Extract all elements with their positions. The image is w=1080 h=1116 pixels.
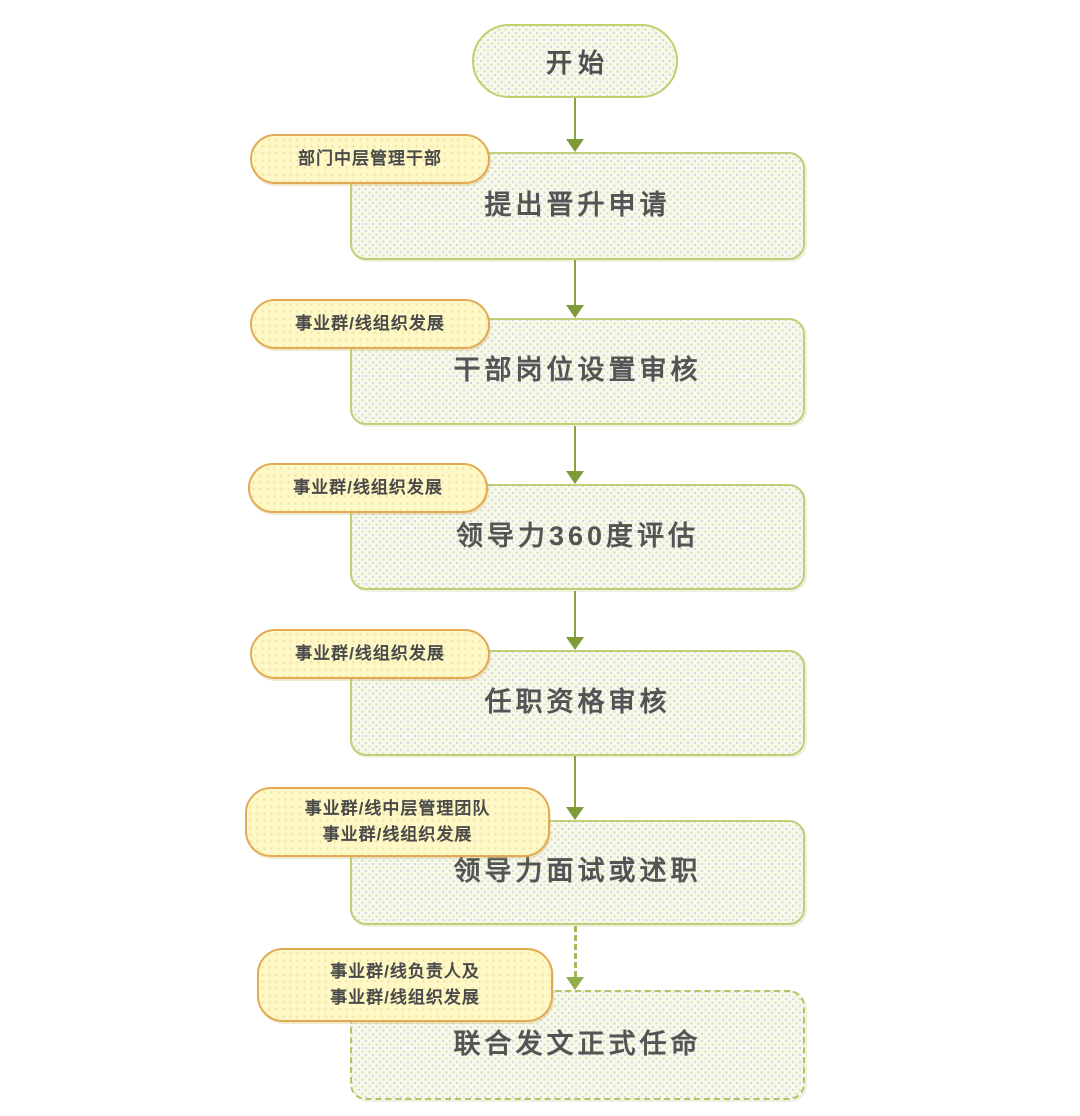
step-title: 任职资格审核 (484, 686, 671, 717)
step-box-appointment: 联合发文正式任命 (350, 990, 805, 1100)
arrow-down-icon (565, 756, 585, 820)
arrow-head-icon (566, 139, 584, 152)
arrow-down-dashed-icon (565, 926, 585, 990)
role-label-bubble: 事业群/线组织发展 (250, 299, 490, 349)
arrow-shaft (574, 98, 576, 139)
arrow-down-icon (565, 426, 585, 484)
role-label-bubble: 事业群/线中层管理团队 事业群/线组织发展 (245, 787, 550, 857)
arrow-shaft (574, 756, 576, 807)
step-box-qualification-review: 任职资格审核 (350, 650, 805, 756)
role-label-text: 事业群/线组织发展 (295, 313, 445, 333)
arrow-down-icon (565, 260, 585, 318)
step-title: 干部岗位设置审核 (453, 355, 702, 385)
arrow-head-icon (566, 807, 584, 820)
step-title: 领导力面试或述职 (453, 856, 702, 886)
step-title: 领导力360度评估 (455, 520, 700, 551)
arrow-head-icon (566, 637, 584, 650)
role-label-text: 事业群/线组织发展 (295, 643, 445, 663)
arrow-shaft (574, 591, 576, 637)
arrow-down-icon (565, 591, 585, 650)
arrow-head-icon (566, 977, 584, 990)
role-label-bubble: 事业群/线组织发展 (250, 629, 490, 679)
role-label-text: 事业群/线组织发展 (330, 988, 480, 1007)
arrow-head-icon (566, 471, 584, 484)
step-title: 联合发文正式任命 (453, 1028, 702, 1059)
role-label-bubble: 部门中层管理干部 (250, 134, 490, 184)
role-label-text: 事业群/线组织发展 (293, 477, 443, 497)
step-box-360-assessment: 领导力360度评估 (350, 484, 805, 590)
step-title: 提出晋升申请 (484, 189, 671, 220)
arrow-down-icon (565, 98, 585, 152)
arrow-shaft (574, 426, 576, 471)
arrow-shaft (573, 926, 577, 977)
role-label-text: 事业群/线组织发展 (322, 825, 473, 844)
start-node-label: 开始 (545, 47, 610, 78)
role-label-bubble: 事业群/线组织发展 (248, 463, 488, 513)
arrow-shaft (574, 260, 576, 305)
role-label-text: 事业群/线负责人及 (330, 961, 480, 981)
role-label-text: 事业群/线中层管理团队 (304, 798, 491, 818)
role-label-bubble: 事业群/线负责人及 事业群/线组织发展 (257, 948, 553, 1022)
arrow-head-icon (566, 305, 584, 318)
start-node: 开始 (472, 24, 678, 98)
role-label-text: 部门中层管理干部 (298, 148, 442, 168)
